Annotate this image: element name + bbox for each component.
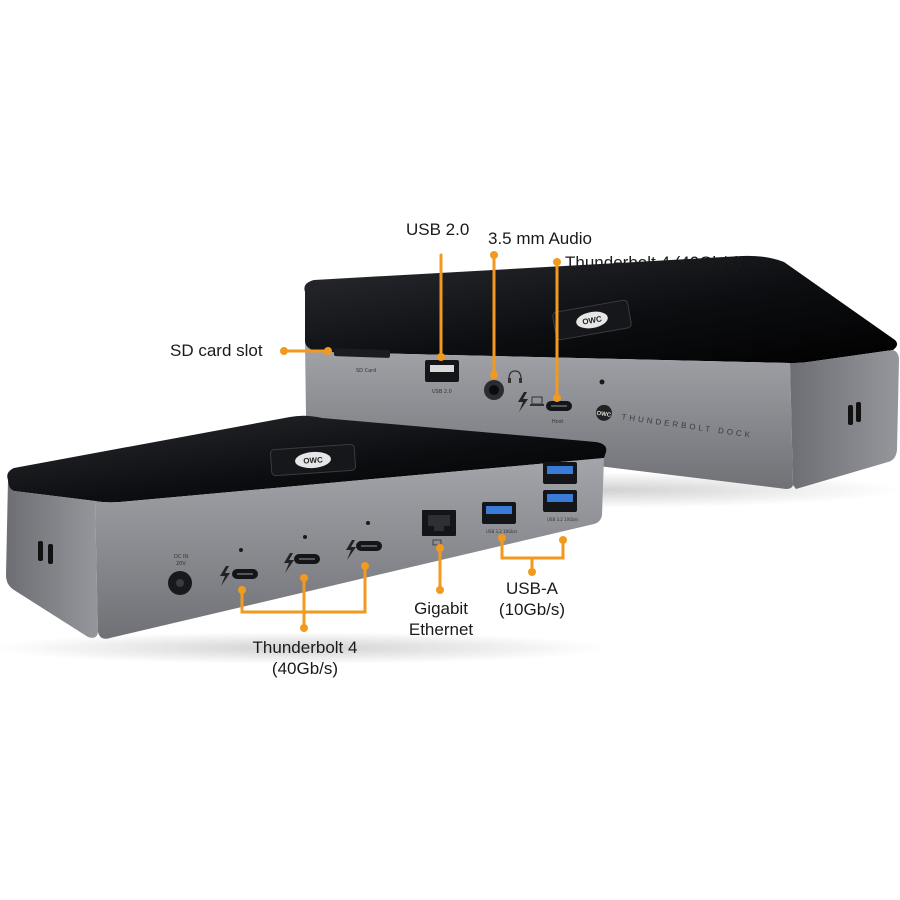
sd-card-slot xyxy=(333,348,391,358)
front-logo: OWC xyxy=(269,443,357,477)
callout-usb2: USB 2.0 xyxy=(406,220,470,239)
sd-slot-print: SD Card xyxy=(356,368,376,374)
svg-text:USB 3.2 10Gb/s: USB 3.2 10Gb/s xyxy=(486,529,517,534)
usb-a-port-2 xyxy=(543,462,577,484)
headphone-icon xyxy=(508,370,522,383)
svg-text:OWC: OWC xyxy=(596,411,612,419)
ethernet-icon xyxy=(432,539,442,546)
callout-tb4-front: Thunderbolt 4 (40Gb/s) xyxy=(252,638,358,678)
dc-in-print: DC IN xyxy=(174,554,188,560)
callout-audio: 3.5 mm Audio xyxy=(488,229,592,248)
callout-usba: USB-A (10Gb/s) xyxy=(498,579,566,619)
thunderbolt-icon xyxy=(518,392,528,412)
rear-dock: OWC SD Card USB 2.0 Host xyxy=(300,255,900,508)
callout-sd: SD card slot xyxy=(170,341,263,360)
callout-dots xyxy=(238,251,567,632)
dc-volt-print: 20V xyxy=(176,561,186,567)
svg-text:OWC: OWC xyxy=(582,314,603,326)
front-tb4-port-2 xyxy=(284,535,320,573)
status-led xyxy=(599,379,605,385)
usb-a-port-3: USB 3.2 10Gb/s xyxy=(543,490,578,522)
svg-text:USB 3.2 10Gb/s: USB 3.2 10Gb/s xyxy=(547,517,578,522)
usb2-port-print: USB 2.0 xyxy=(432,389,452,395)
front-tb4-port-1 xyxy=(220,548,258,586)
svg-text:OWC: OWC xyxy=(303,455,323,465)
usb-a-port-1: USB 3.2 10Gb/s xyxy=(482,502,517,534)
callout-tb4-rear: Thunderbolt 4 (40Gb/s) xyxy=(565,253,741,272)
tb-port-print: Host xyxy=(552,419,563,425)
front-dock: OWC DC IN 20V xyxy=(0,415,610,664)
rear-dock-side xyxy=(790,350,899,489)
rear-logo: OWC xyxy=(552,299,632,341)
callout-ethernet: Gigabit Ethernet xyxy=(408,599,474,639)
owc-logo-mark xyxy=(595,404,612,421)
front-tb4-port-3 xyxy=(346,521,382,560)
laptop-icon xyxy=(530,396,544,406)
ethernet-port xyxy=(422,510,456,536)
